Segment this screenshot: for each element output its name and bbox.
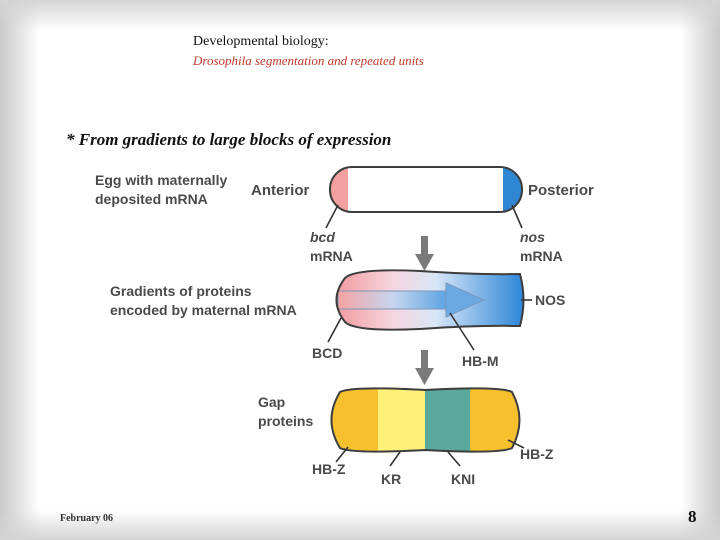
kni-leader [447,451,461,467]
bcd-mrna-label: mRNA [310,248,353,264]
bcd-protein-leader [327,317,342,343]
gradients-label-line1: Gradients of proteins [110,283,252,299]
hb-z-anterior-band [331,388,380,452]
egg-stage [329,166,523,213]
posterior-label: Posterior [528,182,594,199]
nos-leader-line [511,204,523,229]
anterior-label: Anterior [251,182,310,199]
down-arrow-2 [415,350,434,385]
bcd-leader-line [325,204,339,229]
gap-label-line1: Gap [258,394,285,410]
bcd-protein-label: BCD [312,345,342,361]
gradients-label-line2: encoded by maternal mRNA [110,302,297,318]
kni-label: KNI [451,471,475,487]
footer-date: February 06 [60,513,114,524]
nos-label: nos [520,229,545,245]
kni-band [425,388,471,452]
anterior-bcd-cap [330,167,348,212]
hb-z-right-label: HB-Z [520,446,554,462]
slide-bottom-shadow [0,510,720,540]
posterior-nos-cap [503,167,522,212]
bullet-point: * From gradients to large blocks of expr… [66,130,392,149]
bcd-label: bcd [310,229,335,245]
nos-protein-label: NOS [535,292,565,308]
slide-subtitle: Drosophila segmentation and repeated uni… [193,53,424,68]
slide-title: Developmental biology: [193,34,329,49]
gap-label-line2: proteins [258,413,313,429]
egg-label-line1: Egg with maternally [95,172,227,188]
gap-stage [330,387,521,453]
hb-z-left-leader [335,446,349,463]
kr-band [378,388,426,452]
hb-m-leader [449,312,475,351]
slide-top-shadow [0,0,720,30]
gradient-direction-arrow [337,282,486,318]
kr-label: KR [381,471,401,487]
hb-z-left-label: HB-Z [312,461,346,477]
page-number: 8 [688,507,697,526]
gradient-stage [335,269,525,331]
hb-z-right-leader [507,439,525,449]
down-arrow-1 [415,236,434,271]
kr-leader [389,451,401,467]
nos-mrna-label: mRNA [520,248,563,264]
hb-m-label: HB-M [462,353,499,369]
egg-label-line2: deposited mRNA [95,191,208,207]
